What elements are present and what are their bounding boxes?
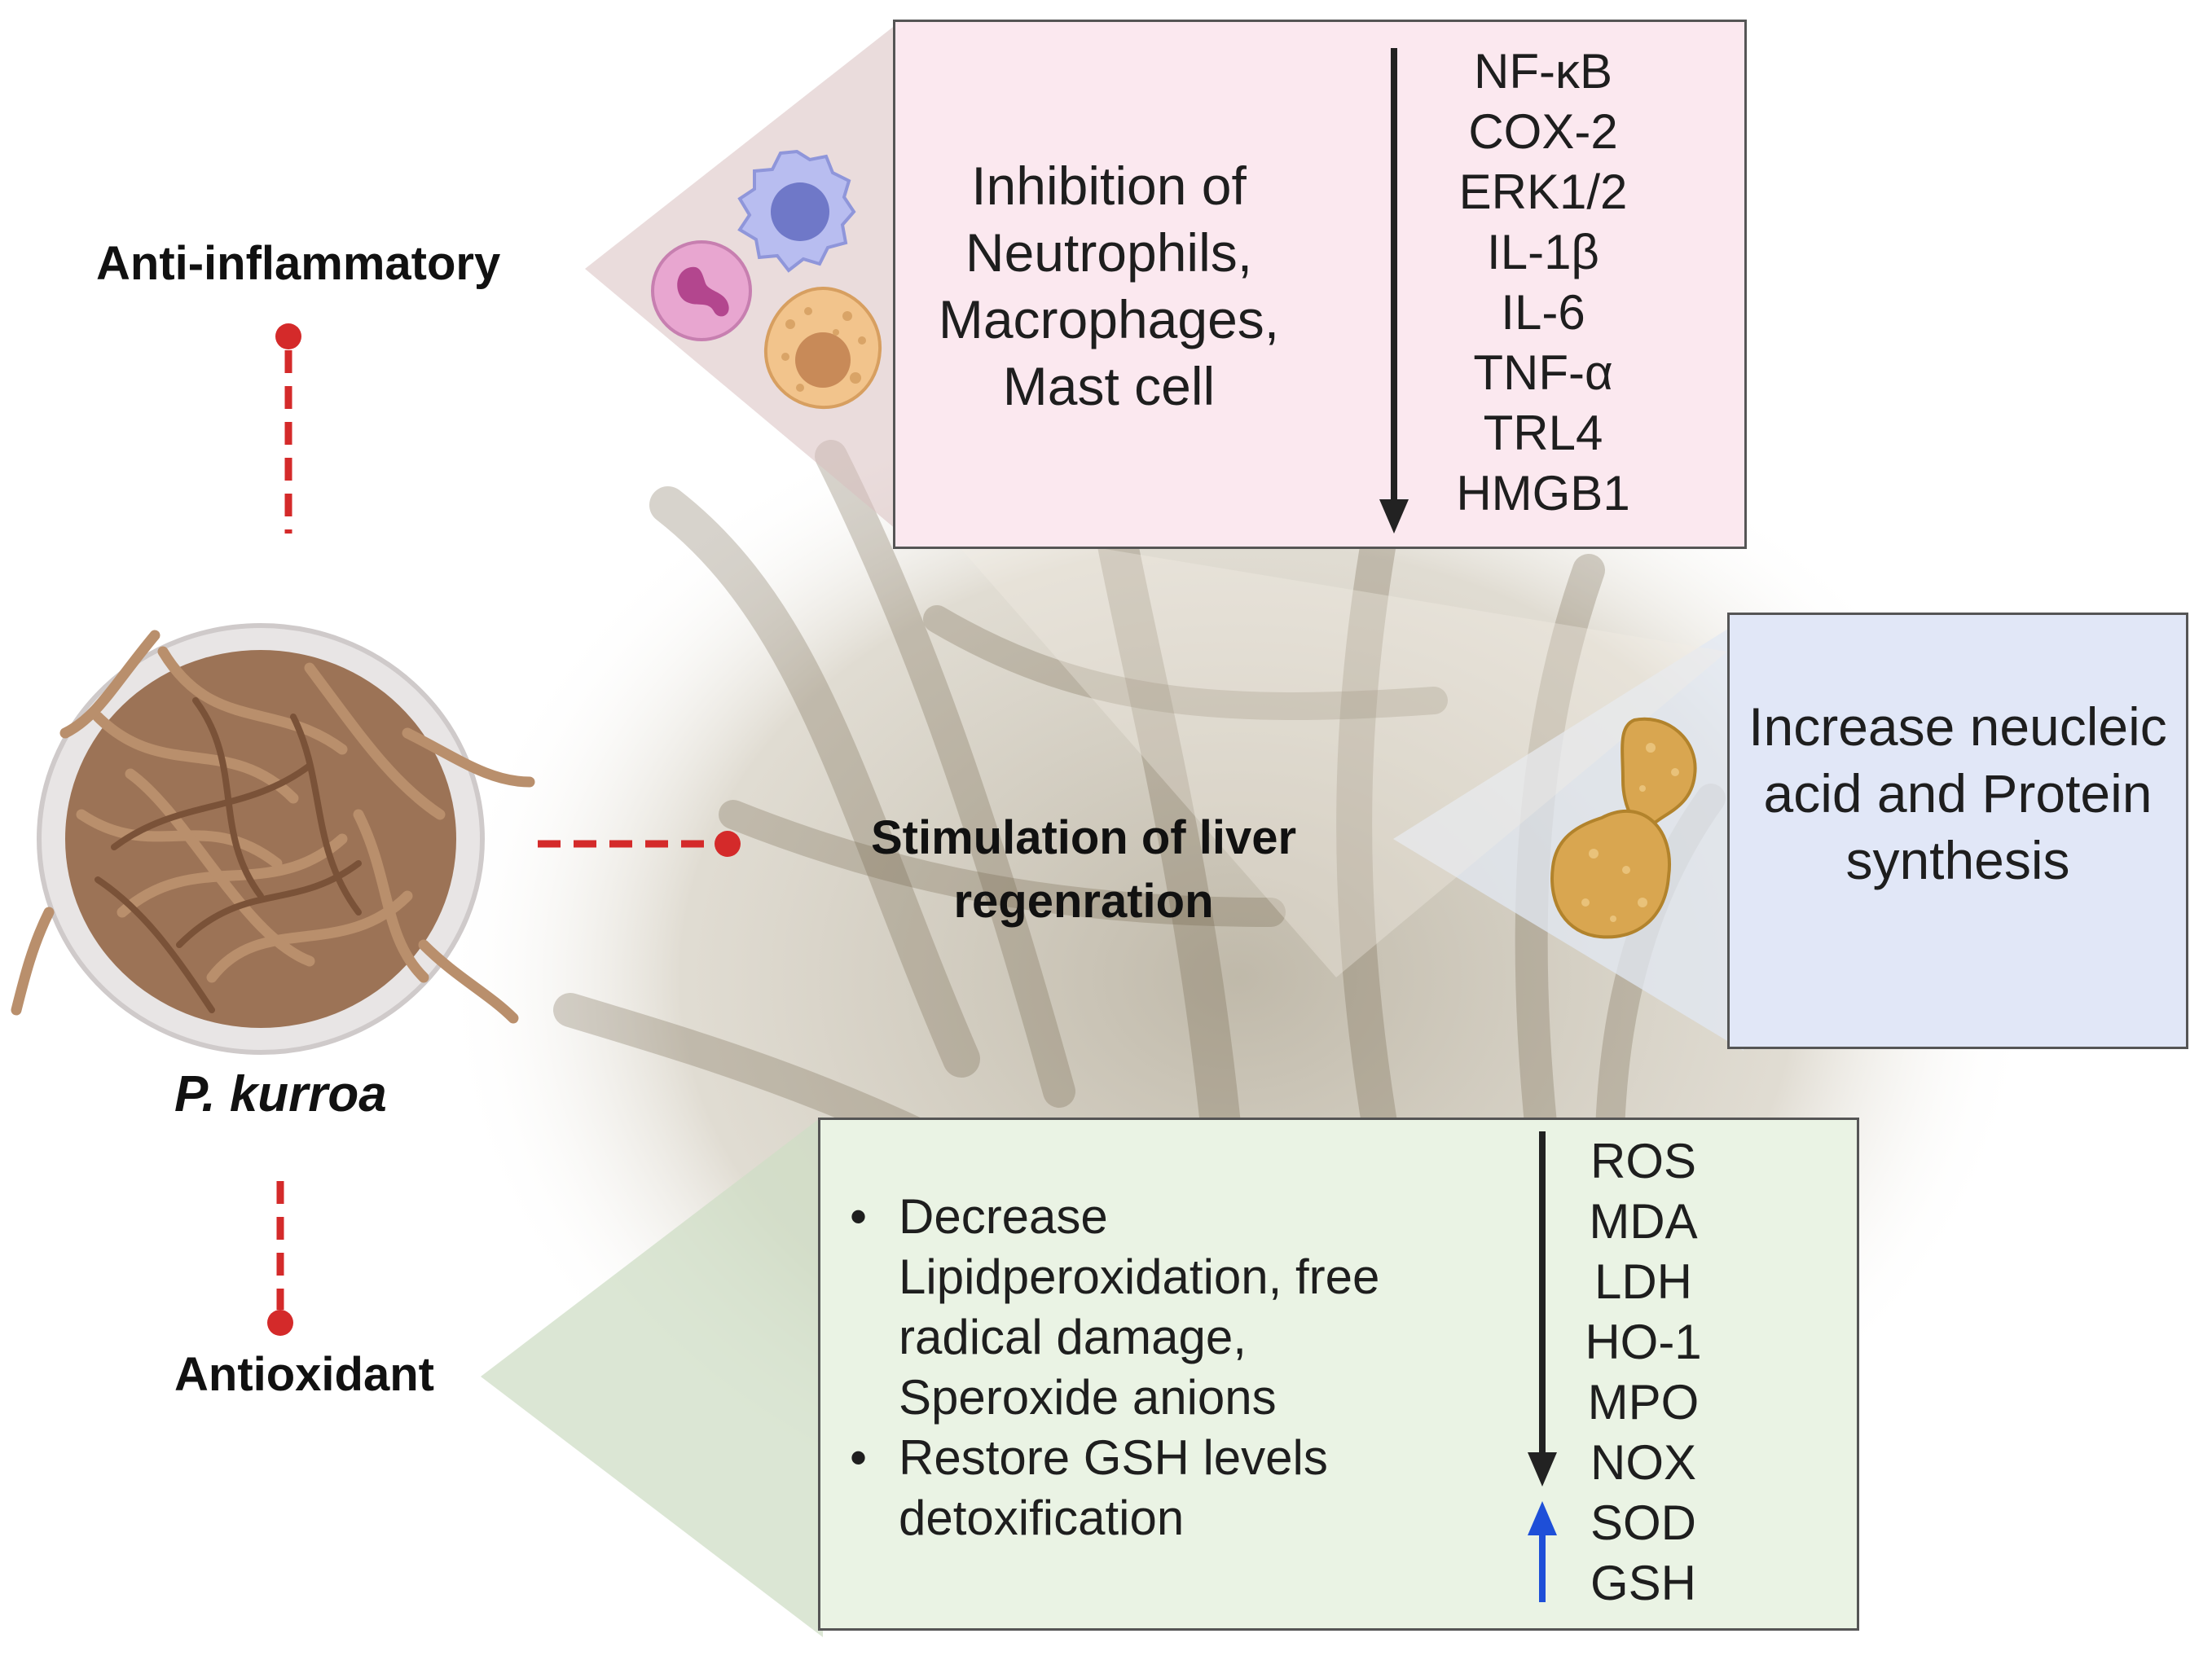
lymphocyte-icon — [737, 149, 856, 273]
marker-cox-2: COX-2 — [1468, 104, 1618, 159]
marker-mda: MDA — [1589, 1194, 1698, 1249]
up-arrow-icon — [1528, 1501, 1557, 1602]
anti-inflammatory-label: Anti-inflammatory — [96, 237, 501, 290]
marker-gsh: GSH — [1590, 1556, 1697, 1610]
marker-nox: NOX — [1590, 1435, 1697, 1490]
liver-box: Increase neucleic acid and Protein synth… — [1727, 613, 2188, 1049]
marker-nf-kb: NF-κB — [1474, 44, 1612, 99]
marker-il-1b: IL-1β — [1487, 225, 1599, 279]
marker-erk12: ERK1/2 — [1458, 165, 1628, 219]
liver-regeneration-label: Stimulation of liver regenration — [870, 811, 1297, 928]
inflammation-box: Inhibition of Neutrophils, Macrophages, … — [893, 20, 1747, 549]
marker-sod: SOD — [1590, 1495, 1697, 1550]
down-arrow-icon — [1528, 1131, 1557, 1487]
connector-dot-top — [275, 323, 301, 349]
marker-ros: ROS — [1590, 1134, 1697, 1188]
connector-dot-bottom — [267, 1310, 293, 1336]
liver-box-text: Increase neucleic acid and Protein synth… — [1748, 696, 2167, 890]
marker-hmgb1: HMGB1 — [1456, 466, 1630, 520]
connector-dot-liver — [715, 831, 741, 857]
inflammation-text: Inhibition of Neutrophils, Macrophages, … — [938, 156, 1280, 416]
antioxidant-marker-list: ROS MDA LDH HO-1 MPO NOX SOD GSH — [1570, 1131, 1717, 1614]
marker-ldh: LDH — [1594, 1254, 1693, 1309]
inflammation-marker-list: NF-κB COX-2 ERK1/2 IL-1β IL-6 TNF-α TRL4… — [1433, 42, 1653, 524]
liver-icon — [1550, 717, 1697, 939]
mast-cell-icon — [763, 286, 882, 410]
bullet-decrease: Decrease Lipidperoxidation, free radical… — [840, 1187, 1443, 1428]
marker-ho-1: HO-1 — [1585, 1315, 1702, 1369]
marker-il-6: IL-6 — [1501, 285, 1585, 340]
plant-name-label: P. kurroa — [174, 1066, 387, 1122]
antioxidant-box: Decrease Lipidperoxidation, free radical… — [818, 1118, 1859, 1631]
neutrophil-icon — [651, 240, 752, 341]
marker-tnf-a: TNF-α — [1473, 345, 1613, 400]
marker-trl4: TRL4 — [1483, 406, 1603, 460]
down-arrow-icon — [1379, 48, 1409, 534]
bullet-restore-gsh: Restore GSH levels detoxification — [840, 1428, 1443, 1548]
antioxidant-bullets: Decrease Lipidperoxidation, free radical… — [840, 1187, 1443, 1548]
marker-mpo: MPO — [1587, 1375, 1700, 1429]
antioxidant-label: Antioxidant — [174, 1348, 434, 1401]
